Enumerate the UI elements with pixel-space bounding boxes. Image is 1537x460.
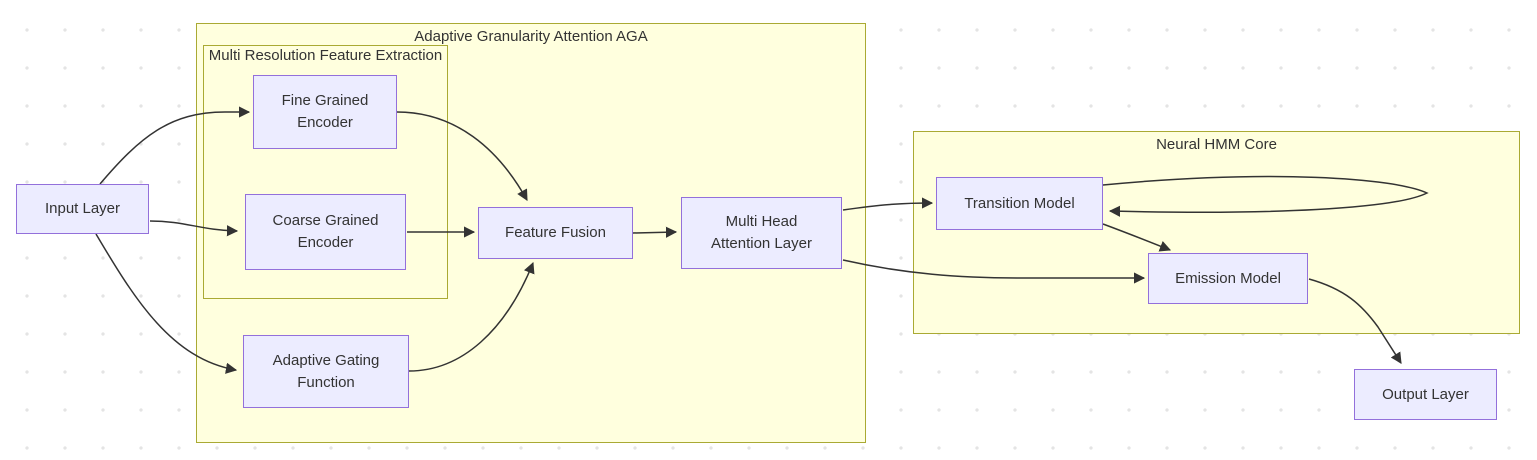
- node-output-layer: Output Layer: [1354, 369, 1497, 420]
- node-label: Transition Model: [964, 194, 1075, 212]
- node-label: Emission Model: [1175, 269, 1281, 287]
- edge-input-to-coarse-grained: [149, 220, 239, 237]
- node-label-line1: Fine Grained: [281, 92, 369, 109]
- edge-multi-head-attention-to-emission-model: [842, 259, 1146, 284]
- edge-input-to-adaptive-gating: [95, 233, 238, 374]
- node-fine-grained-encoder: Fine Grained Encoder: [253, 75, 397, 149]
- node-label-line2: Function: [297, 373, 355, 391]
- edge-feature-fusion-to-multi-head-attention: [632, 226, 678, 238]
- node-label: Input Layer: [44, 200, 121, 217]
- node-input-layer: Input Layer: [16, 184, 149, 234]
- edge-transition-model-self-loop: [1102, 175, 1429, 217]
- node-adaptive-gating-function: Adaptive Gating Function: [243, 335, 409, 408]
- node-label: Feature Fusion: [505, 224, 606, 241]
- node-label-line1: Adaptive Gating: [272, 351, 380, 369]
- node-label-line2: Encoder: [297, 114, 353, 131]
- node-transition-model: Transition Model: [936, 177, 1103, 230]
- edge-transition-model-to-emission-model: [1102, 223, 1172, 252]
- edge-emission-model-to-output-layer: [1308, 278, 1402, 364]
- node-emission-model: Emission Model: [1148, 253, 1308, 304]
- node-coarse-grained-encoder: Coarse Grained Encoder: [245, 194, 406, 270]
- node-label: Output Layer: [1382, 385, 1469, 403]
- node-label-line2: Attention Layer: [711, 235, 812, 252]
- node-feature-fusion: Feature Fusion: [478, 207, 633, 259]
- edge-fine-grained-to-feature-fusion: [396, 111, 528, 201]
- edge-input-to-fine-grained: [99, 106, 251, 185]
- node-multi-head-attention-layer: Multi Head Attention Layer: [681, 197, 842, 269]
- node-label-line1: Multi Head: [725, 213, 798, 230]
- node-label-line1: Coarse Grained: [272, 212, 379, 229]
- node-label-line2: Encoder: [297, 234, 354, 251]
- container-neural-hmm-core: [913, 131, 1520, 334]
- edge-adaptive-gating-to-feature-fusion: [408, 261, 535, 372]
- edge-multi-head-attention-to-transition-model: [842, 197, 934, 211]
